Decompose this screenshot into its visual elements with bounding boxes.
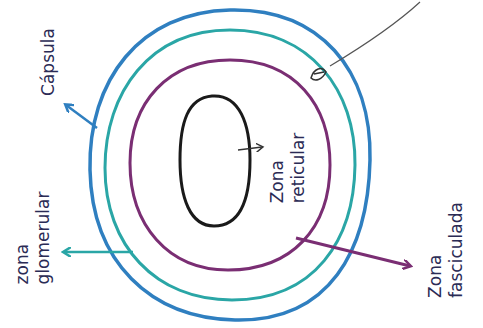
- glomerular-label: zona glomerular: [12, 192, 54, 285]
- label-text: Zona reticular: [267, 133, 309, 204]
- label-text: Cápsula: [38, 28, 59, 96]
- capsule-outline: [90, 10, 370, 320]
- label-text: zona glomerular: [12, 192, 54, 285]
- fasciculada-leader: [296, 238, 410, 266]
- fasciculada-label: Zona fasciculada: [425, 202, 467, 298]
- medulla-outline: [180, 96, 250, 226]
- eye-scribble: [311, 69, 326, 80]
- capsule-leader: [66, 105, 97, 128]
- capsule-label: Cápsula: [38, 28, 59, 96]
- glomerular-outline: [105, 30, 355, 300]
- top-right-line: [330, 2, 420, 66]
- label-text: Zona fasciculada: [425, 202, 467, 298]
- reticular-label: Zona reticular: [267, 133, 309, 204]
- glomerular-leader: [64, 251, 133, 254]
- reticular-leader: [238, 147, 262, 150]
